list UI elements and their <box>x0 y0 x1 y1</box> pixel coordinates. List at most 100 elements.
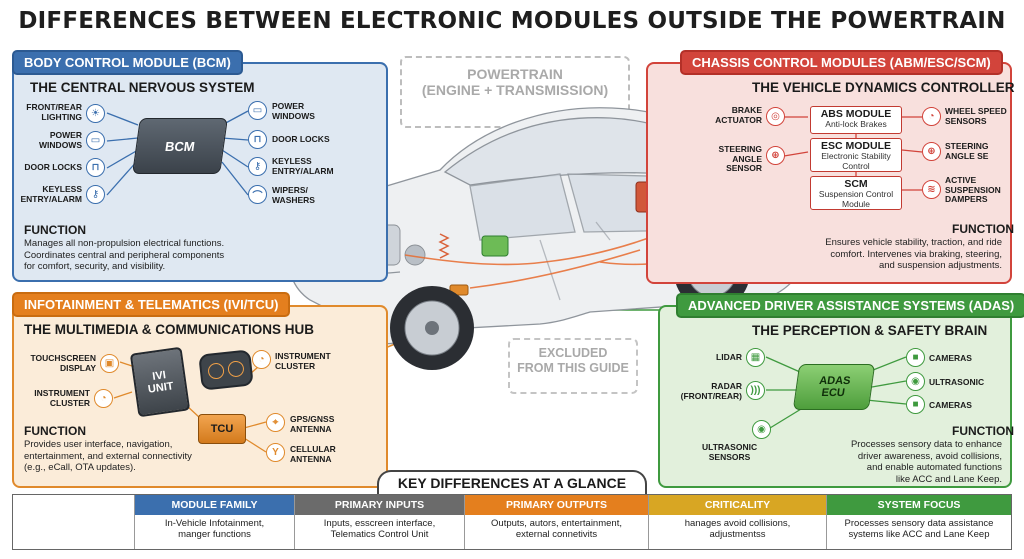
key-differences-title: KEY DIFFERENCES AT A GLANCE <box>377 470 647 495</box>
adas-panel-tag: ADVANCED DRIVER ASSISTANCE SYSTEMS (ADAS… <box>676 293 1024 318</box>
adas-label-lidar: LIDAR <box>716 352 742 362</box>
kd-header: SYSTEM FOCUS <box>827 495 1011 515</box>
car-adas-module <box>481 235 509 257</box>
bcm-wiring <box>106 110 249 196</box>
kd-cell: In-Vehicle Infotainment,manger functions <box>164 518 265 540</box>
kd-cell: Inputs, esscreen interface,Telematics Co… <box>323 518 436 540</box>
key-icon: ⚷ <box>86 185 105 204</box>
chassis-function-title: FUNCTION <box>952 222 1014 236</box>
adas-label-radar: RADAR(FRONT/REAR) <box>680 381 742 401</box>
bcm-label-door-locks-left: DOOR LOCKS <box>24 162 82 172</box>
kd-column-blank <box>13 495 135 549</box>
esc-module-box: ESC MODULE Electronic Stability Control <box>810 138 902 172</box>
lock-icon: ⊓ <box>86 158 105 177</box>
bcm-function-title: FUNCTION <box>24 223 86 237</box>
ivi-function-text: Provides user interface, navigation,ente… <box>24 439 192 473</box>
kd-column-module-family: MODULE FAMILY In-Vehicle Infotainment,ma… <box>135 495 295 549</box>
title-bar: DIFFERENCES BETWEEN ELECTRONIC MODULES O… <box>0 0 1024 42</box>
chassis-wiring <box>783 116 923 191</box>
chassis-subtitle: THE VEHICLE DYNAMICS CONTROLLER <box>752 80 1015 95</box>
excluded-from-guide-box: EXCLUDED FROM THIS GUIDE <box>508 338 638 394</box>
adas-ecu-line2: ECU <box>820 387 846 399</box>
adas-ecu-device: ADAS ECU <box>792 364 876 410</box>
excluded-line2: FROM THIS GUIDE <box>517 361 629 375</box>
kd-column-criticality: CRITICALITY hanages avoid collisions,adj… <box>649 495 827 549</box>
ultrasonic-icon: ◉ <box>906 372 925 391</box>
kd-header: MODULE FAMILY <box>135 495 294 515</box>
adas-label-cameras-bottom: CAMERAS <box>929 400 972 410</box>
bcm-function-text: Manages all non-propulsion electrical fu… <box>24 238 225 272</box>
steering-wheel-icon: ⊕ <box>922 142 941 161</box>
kd-cell: hanages avoid collisions,adjustmentss <box>684 518 791 540</box>
tcu-label: TCU <box>210 423 234 435</box>
key-icon: ⚷ <box>248 157 267 176</box>
scm-module-box: SCM Suspension Control Module <box>810 176 902 210</box>
touchscreen-icon: ▣ <box>100 354 119 373</box>
ivi-subtitle: THE MULTIMEDIA & COMMUNICATIONS HUB <box>24 322 314 337</box>
gauge-icon: ◔ <box>252 350 271 369</box>
bcm-label-wipers: WIPERS/WASHERS <box>272 185 315 205</box>
chassis-panel-tag: CHASSIS CONTROL MODULES (ABM/ESC/SCM) <box>680 50 1003 75</box>
brake-icon: ◎ <box>766 107 785 126</box>
kd-cell <box>13 515 134 549</box>
adas-wiring <box>765 356 907 429</box>
excluded-line1: EXCLUDED <box>538 346 608 360</box>
camera-icon: ■ <box>906 348 925 367</box>
kd-header: CRITICALITY <box>649 495 826 515</box>
lidar-icon: ▦ <box>746 348 765 367</box>
abs-module-box: ABS MODULE Anti-lock Brakes <box>810 106 902 134</box>
antenna-icon: Y <box>266 443 285 462</box>
bcm-subtitle: THE CENTRAL NERVOUS SYSTEM <box>30 80 255 95</box>
ivi-panel <box>12 305 388 488</box>
powertrain-line2: (ENGINE + TRANSMISSION) <box>421 82 609 98</box>
adas-function-title: FUNCTION <box>952 424 1014 438</box>
adas-subtitle: THE PERCEPTION & SAFETY BRAIN <box>752 323 988 338</box>
powertrain-line1: POWERTRAIN <box>467 66 563 82</box>
kd-header <box>13 495 134 515</box>
chassis-function-text: Ensures vehicle stability, traction, and… <box>825 237 1002 271</box>
adas-label-ultrasonic-right: ULTRASONIC <box>929 377 985 387</box>
speedometer-icon: ◔ <box>922 107 941 126</box>
chassis-panel <box>646 62 1012 284</box>
front-wheel <box>390 286 474 370</box>
steering-wheel-icon: ⊕ <box>766 146 785 165</box>
kd-column-primary-outputs: PRIMARY OUTPUTS Outputs, autors, enterta… <box>465 495 649 549</box>
headlight-icon: ☀ <box>86 104 105 123</box>
adas-ecu-line1: ADAS <box>818 375 852 387</box>
ivi-panel-tag: INFOTAINMENT & TELEMATICS (IVI/TCU) <box>12 292 291 317</box>
adas-label-cameras-top: CAMERAS <box>929 353 972 363</box>
kd-column-system-focus: SYSTEM FOCUS Processes sensory data assi… <box>827 495 1011 549</box>
page-title: DIFFERENCES BETWEEN ELECTRONIC MODULES O… <box>18 8 1006 34</box>
ivi-function-title: FUNCTION <box>24 424 86 438</box>
kd-column-primary-inputs: PRIMARY INPUTS Inputs, esscreen interfac… <box>295 495 465 549</box>
kd-header: PRIMARY OUTPUTS <box>465 495 648 515</box>
bcm-label-door-locks-right: DOOR LOCKS <box>272 134 330 144</box>
kd-header: PRIMARY INPUTS <box>295 495 464 515</box>
tcu-device: TCU <box>198 414 246 444</box>
kd-cell: Outputs, autors, entertainment,external … <box>491 518 622 540</box>
camera-icon: ■ <box>906 395 925 414</box>
lock-icon: ⊓ <box>248 130 267 149</box>
bcm-panel-tag: BODY CONTROL MODULE (BCM) <box>12 50 243 75</box>
radar-icon: ))) <box>746 381 765 400</box>
window-icon: ▭ <box>86 131 105 150</box>
gauge-icon: ◔ <box>94 389 113 408</box>
